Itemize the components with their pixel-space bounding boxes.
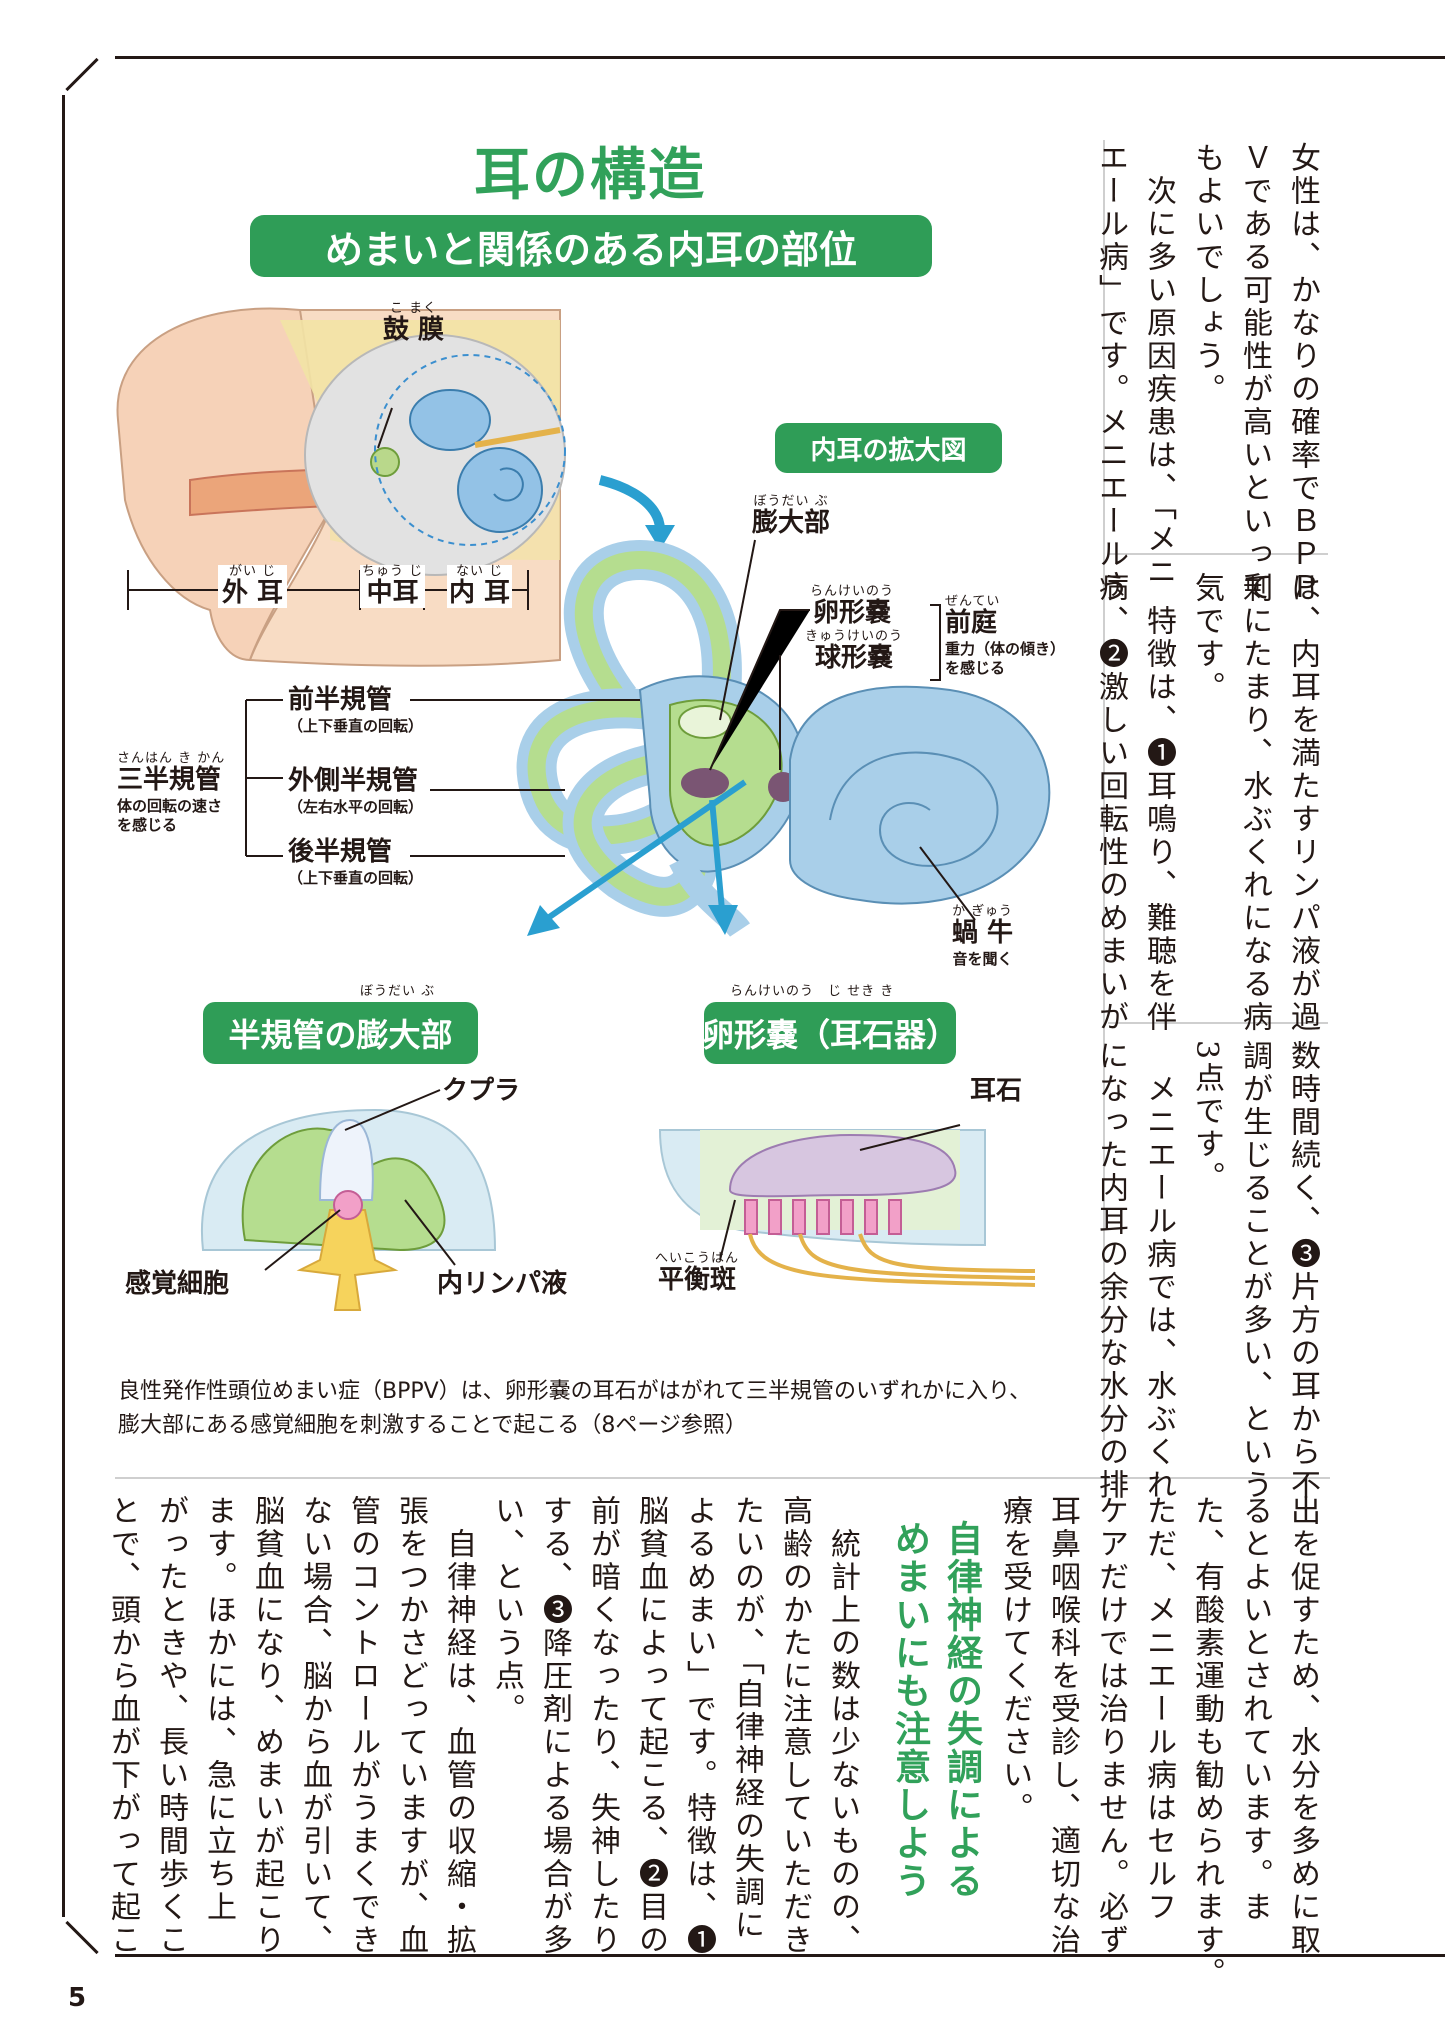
section-heading-line-1: 自律神経の失調による bbox=[941, 1520, 982, 1900]
text-line: 前が暗くなったり、失神したり bbox=[585, 1495, 620, 1957]
text-line: とで、頭から血が下がって起こ bbox=[105, 1495, 140, 1957]
figure-subtitle: めまいと関係のある内耳の部位 bbox=[250, 215, 932, 277]
text-line: るとよいとされています。ま bbox=[1237, 1495, 1272, 1924]
text-line: 脳貧血になり、めまいが起こり bbox=[249, 1495, 284, 1957]
section-heading-line-2: めまいにも注意しよう bbox=[889, 1520, 930, 1900]
label-otolith: 耳石 bbox=[970, 1076, 1023, 1106]
section-divider bbox=[115, 1477, 1330, 1479]
label-sensory-cells: 感覚細胞 bbox=[125, 1269, 230, 1299]
label-enlarged-view: 内耳の拡大図 bbox=[775, 423, 1002, 473]
page-bottom-rule bbox=[115, 1954, 1445, 1957]
text-line: ます。ほかには、急に立ち上 bbox=[201, 1495, 236, 1924]
caption-line-1: 良性発作性頭位めまい症（BPPV）は、卵形嚢の耳石がはがれて三半規管のいずれかに… bbox=[118, 1379, 1032, 1404]
figure-caption: 良性発作性頭位めまい症（BPPV）は、卵形嚢の耳石がはがれて三半規管のいずれかに… bbox=[118, 1375, 1038, 1443]
label-endolymph: 内リンパ液 bbox=[437, 1269, 568, 1299]
block-divider-1 bbox=[1108, 553, 1328, 555]
text-line: う、❷激しい回転性のめまいが bbox=[1093, 572, 1128, 1034]
ear-illustration bbox=[116, 307, 1051, 1311]
text-line: 特徴は、❶耳鳴り、難聴を伴 bbox=[1141, 572, 1176, 1034]
ruby-ampulla-detail: ぼうだい ぶ bbox=[360, 984, 436, 999]
text-line: 剰にたまり、水ぶくれになる病 bbox=[1237, 572, 1272, 1034]
page-number: 5 bbox=[68, 1983, 87, 2013]
corner-mark-bottom bbox=[65, 1920, 99, 1955]
label-lateral-canal: 外側半規管 （左右水平の回転） bbox=[288, 766, 424, 816]
label-inner-ear: ない じ 内 耳 bbox=[447, 564, 513, 609]
label-posterior-canal: 後半規管 （上下垂直の回転） bbox=[288, 837, 424, 887]
text-line: 張をつかさどっていますが、血 bbox=[393, 1495, 428, 1957]
page-top-rule bbox=[115, 56, 1445, 59]
block-divider-2 bbox=[1108, 1022, 1328, 1024]
label-utricle: らんけいのう 卵形嚢 bbox=[810, 584, 895, 629]
label-anterior-canal: 前半規管 （上下垂直の回転） bbox=[288, 685, 424, 735]
text-line: 次に多い原因疾患は、「メニ bbox=[1141, 142, 1176, 589]
label-outer-ear: がい じ 外 耳 bbox=[218, 564, 288, 608]
detail-title-ampulla: 半規管の膨大部 bbox=[203, 1002, 478, 1064]
text-line: がったときや、長い時間歩くこ bbox=[153, 1495, 188, 1957]
figure-title: 耳の構造 bbox=[474, 143, 706, 208]
text-line: よるめまい」です。特徴は、❶ bbox=[681, 1495, 716, 1957]
text-line: 管のコントロールがうまくでき bbox=[345, 1495, 380, 1957]
detail-title-utricle: 卵形嚢（耳石器） bbox=[702, 1002, 958, 1064]
text-line: 耳鼻咽喉科を受診し、適切な治 bbox=[1045, 1495, 1080, 1957]
column-divider bbox=[1103, 140, 1105, 1440]
label-ampulla: ぼうだい ぶ 膨大部 bbox=[752, 494, 831, 539]
page-left-rule bbox=[62, 95, 65, 1917]
text-line: メニエール病では、水ぶくれ bbox=[1141, 1040, 1176, 1502]
ruby-utricle-detail: らんけいのう じ せき き bbox=[730, 984, 895, 999]
text-line: 女性は、かなりの確率でＢＰＰ bbox=[1285, 142, 1320, 604]
text-line: 3点です。 bbox=[1189, 1040, 1224, 1195]
caption-line-2: 膨大部にある感覚細胞を刺激することで起こる（8ページ参照） bbox=[118, 1413, 747, 1439]
text-line: た、有酸素運動も勧められます。 bbox=[1189, 1495, 1224, 1990]
text-line: もよいでしょう。 bbox=[1189, 142, 1224, 406]
label-semicircular-canals: さんはん き かん 三半規管 体の回転の速さ を感じる bbox=[117, 751, 226, 835]
text-line: い、という点。 bbox=[489, 1495, 524, 1726]
text-line: 脳貧血によって起こる、❷目の bbox=[633, 1495, 668, 1957]
text-line: Ｖである可能性が高いといって bbox=[1237, 142, 1272, 604]
label-cochlea: か ぎゅう 蝸 牛 音を聞く bbox=[952, 904, 1014, 968]
label-middle-ear: ちゅう じ 中耳 bbox=[360, 564, 426, 609]
text-line: ケアだけでは治りません。必ず bbox=[1093, 1495, 1128, 1957]
text-line: 気です。 bbox=[1189, 572, 1224, 704]
label-cupula: クプラ bbox=[442, 1076, 521, 1106]
text-line: 調が生じることが多い、という bbox=[1237, 1040, 1272, 1502]
label-eardrum: こ まく 鼓 膜 bbox=[383, 301, 445, 346]
text-line: 自律神経は、血管の収縮・拡 bbox=[441, 1495, 476, 1957]
text-line: 高齢のかたに注意していただき bbox=[777, 1495, 812, 1957]
text-line: 療を受けてください。 bbox=[997, 1495, 1032, 1825]
text-line: 統計上の数は少ないものの、 bbox=[825, 1495, 860, 1957]
text-line: ない場合、脳から血が引いて、 bbox=[297, 1495, 332, 1957]
text-line: する、❸降圧剤による場合が多 bbox=[537, 1495, 572, 1957]
label-vestibule: ぜんてい 前庭 重力（体の傾き） を感じる bbox=[945, 594, 1066, 678]
text-line: になった内耳の余分な水分の排 bbox=[1093, 1040, 1128, 1502]
text-line: は、内耳を満たすリンパ液が過 bbox=[1285, 572, 1320, 1034]
label-macula: へいこうはん 平衡斑 bbox=[655, 1251, 740, 1296]
text-line: 数時間続く、❸片方の耳から不 bbox=[1285, 1040, 1320, 1502]
text-line: たいのが、「自律神経の失調に bbox=[729, 1495, 764, 1942]
text-line: 出を促すため、水分を多めに取 bbox=[1285, 1495, 1320, 1957]
text-line: エール病」です。メニエール病 bbox=[1093, 142, 1128, 604]
label-saccule: きゅうけいのう 球形嚢 bbox=[805, 629, 904, 674]
text-line: ただ、メニエール病はセルフ bbox=[1141, 1495, 1176, 1924]
